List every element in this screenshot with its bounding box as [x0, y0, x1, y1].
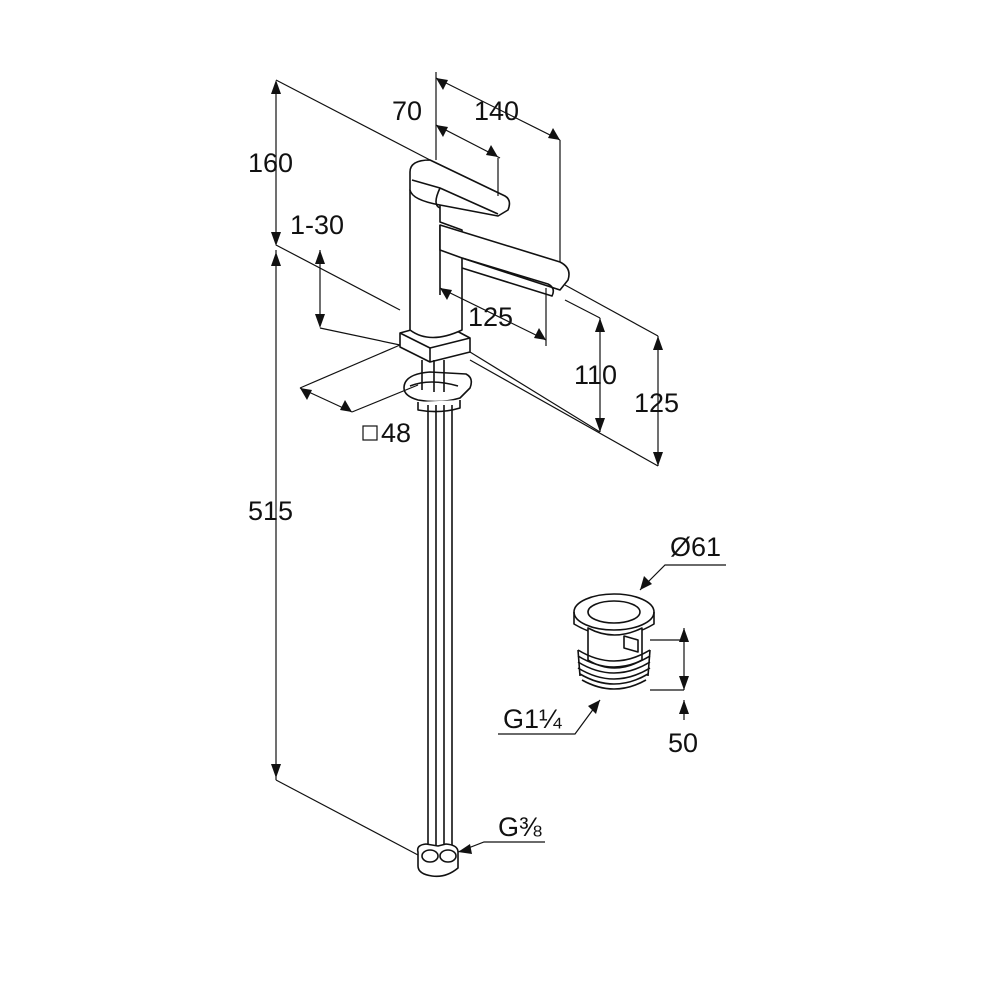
drain-plug [573, 593, 655, 690]
dim-125-spout: 125 [468, 302, 513, 332]
dim-g3-8: G⅜ [498, 812, 542, 842]
dim-515: 515 [248, 496, 293, 526]
dimension-lines [275, 72, 726, 856]
square-symbol [362, 425, 378, 441]
dim-110: 110 [574, 360, 617, 390]
dim-70: 70 [392, 96, 422, 126]
supply-hoses [416, 405, 459, 878]
dim-160: 160 [248, 148, 293, 178]
dim-140: 140 [474, 96, 519, 126]
dim-125-right: 125 [634, 388, 679, 418]
dim-diameter-61: Ø61 [670, 532, 721, 562]
mounting-hardware [403, 360, 473, 413]
arrowheads [271, 78, 689, 854]
dim-square-48: 48 [381, 418, 411, 448]
dim-g1-quarter: G1¼ [503, 704, 562, 734]
dim-1-30: 1-30 [290, 210, 344, 240]
faucet-body [399, 159, 570, 363]
dim-50: 50 [668, 728, 698, 758]
dimension-labels: 160 1-30 70 140 125 110 125 48 515 Ø61 G… [248, 96, 721, 842]
